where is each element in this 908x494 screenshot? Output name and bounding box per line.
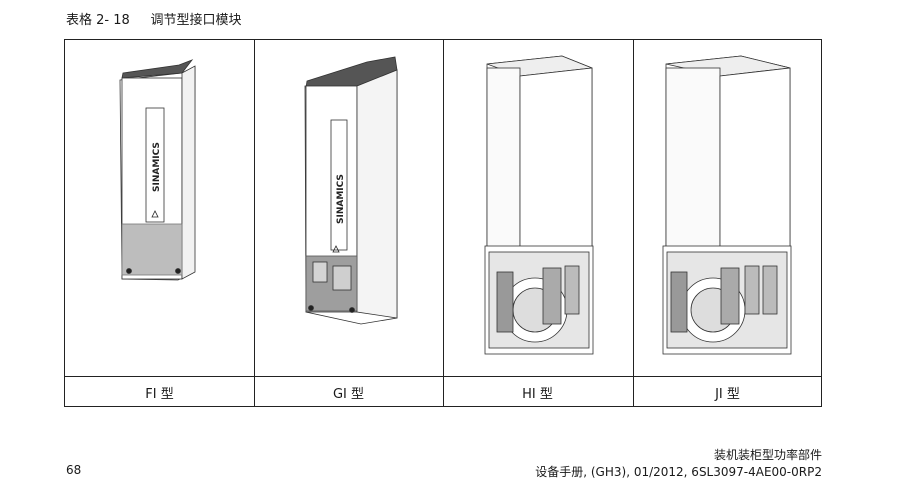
footer-manual-id: 设备手册, (GH3), 01/2012, 6SL3097-4AE00-0RP2 bbox=[535, 465, 822, 479]
fi-type-label: FI 型 bbox=[145, 387, 174, 402]
page-number: 68 bbox=[66, 463, 82, 477]
gi-type-label: GI 型 bbox=[332, 387, 365, 402]
hi-type-label: HI 型 bbox=[522, 387, 553, 402]
ji-module-illustration bbox=[662, 55, 792, 355]
module-illustrations: SINAMICS SINAMICS bbox=[119, 55, 792, 355]
table-number: 表格 2- 18 bbox=[66, 13, 130, 28]
footer-book-title: 装机装柜型功率部件 bbox=[713, 448, 822, 462]
column-divider bbox=[443, 40, 444, 406]
table-caption: 表格 2- 18 调节型接口模块 bbox=[66, 9, 241, 28]
module-table: SINAMICS SINAMICS bbox=[64, 39, 822, 407]
fi-module-illustration: SINAMICS bbox=[119, 59, 196, 281]
column-divider bbox=[254, 40, 255, 406]
fi-brand-text: SINAMICS bbox=[152, 142, 162, 192]
column-divider bbox=[633, 40, 634, 406]
hi-module-illustration bbox=[484, 55, 594, 355]
gi-module-illustration: SINAMICS bbox=[304, 56, 398, 325]
row-divider bbox=[65, 376, 821, 377]
gi-brand-text: SINAMICS bbox=[336, 174, 346, 224]
table-title: 调节型接口模块 bbox=[150, 13, 242, 28]
ji-type-label: JI 型 bbox=[715, 387, 740, 402]
